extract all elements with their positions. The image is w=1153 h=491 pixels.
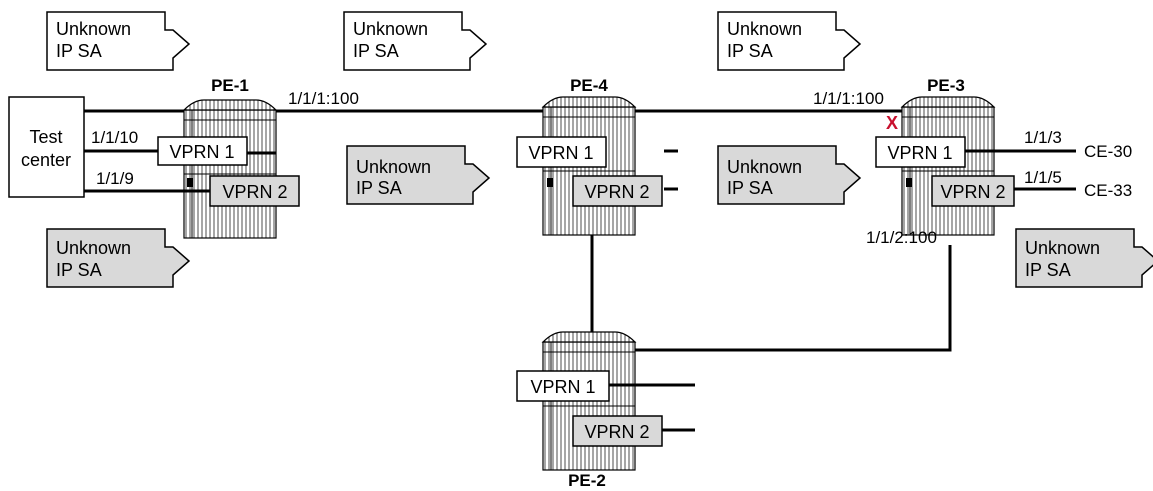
pe3-vprn1-port-label: 1/1/3 [1024,128,1062,147]
diagram-label: VPRN 1 [169,142,234,162]
diagram-label: VPRN 1 [528,143,593,163]
flow-arrow-top-middle: Unknown IP SA [343,11,487,71]
interface-lines [84,149,1076,432]
diagram-label: IP SA [727,178,773,198]
flow-arrow-bottom-left: Unknown IP SA [46,228,190,288]
diagram-label: IP SA [56,41,102,61]
flow-arrow-mid-left: Unknown IP SA [346,145,490,205]
diagram-label: center [21,150,71,170]
test-center: Test center [8,96,85,198]
router-pe1 [183,99,277,239]
diagram-label: Test [29,127,62,147]
pe1-vprn1-box: VPRN 1 [157,136,248,166]
diagram-label: IP SA [56,260,102,280]
diagram-label: VPRN 1 [887,143,952,163]
pe4-vprn2-box: VPRN 2 [572,175,663,207]
pe4-vprn1-box: VPRN 1 [516,136,607,168]
diagram-label: IP SA [353,41,399,61]
pe3-title: PE-3 [927,76,965,95]
diagram-label: Unknown [727,19,802,39]
ce30-label: CE-30 [1084,142,1132,161]
pe1-vprn2-box: VPRN 2 [209,175,300,207]
pe2-vprn1-box: VPRN 1 [516,370,610,402]
pe1-title: PE-1 [211,76,249,95]
diagram-label: VPRN 1 [530,377,595,397]
pe1-uplink-port-label: 1/1/1:100 [288,89,359,108]
flow-arrow-bottom-right: Unknown IP SA [1015,228,1153,288]
diagram-label: Unknown [56,238,131,258]
pe4-title: PE-4 [570,76,608,95]
diagram-label: IP SA [1025,260,1071,280]
pe1-vprn1-port-label: 1/1/10 [91,128,138,147]
port-indicator [906,178,912,187]
diagram-label: Unknown [727,157,802,177]
port-indicator [187,178,193,187]
pe2-vprn2-box: VPRN 2 [572,415,663,447]
pe1-vprn2-port-label: 1/1/9 [96,169,134,188]
pe3-vprn2-port-label: 1/1/5 [1024,168,1062,187]
failure-mark: X [886,113,898,133]
diagram-label: Unknown [356,157,431,177]
diagram-label: VPRN 2 [940,182,1005,202]
pe3-uplink-port-label: 1/1/1:100 [813,89,884,108]
diagram-label: IP SA [727,41,773,61]
pe3-vprn2-box: VPRN 2 [931,175,1015,207]
diagram-label: VPRN 2 [222,182,287,202]
router-pe3 [901,96,995,236]
pe3-to-pe2-port-label: 1/1/2:100 [866,228,937,247]
link-pe3-pe2 [635,245,952,352]
diagram-label: VPRN 2 [584,182,649,202]
diagram-label: Unknown [353,19,428,39]
port-indicator [547,178,553,187]
diagram-label: IP SA [356,178,402,198]
router-pe4 [542,96,636,236]
pe2-title: PE-2 [568,471,606,490]
flow-arrow-mid-right: Unknown IP SA [717,145,861,205]
ce33-label: CE-33 [1084,181,1132,200]
diagram-label: Unknown [1025,238,1100,258]
diagram-label: Unknown [56,19,131,39]
pe3-vprn1-box: VPRN 1 [875,136,966,168]
flow-arrow-top-left: Unknown IP SA [46,11,190,71]
flow-arrow-top-right: Unknown IP SA [717,11,861,71]
diagram-label: VPRN 2 [584,422,649,442]
